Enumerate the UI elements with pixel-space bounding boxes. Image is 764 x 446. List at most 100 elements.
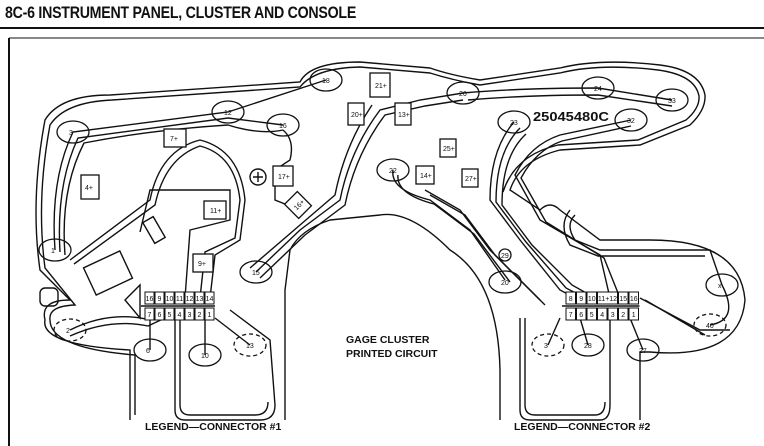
lamp: 25+	[439, 138, 457, 158]
lamp-box	[394, 102, 412, 126]
connector-pin	[174, 291, 185, 305]
connector-pin	[618, 307, 629, 321]
lamp-label: 25+	[443, 146, 455, 153]
pad-outline	[497, 110, 531, 134]
lamp-label: 20+	[351, 112, 363, 119]
connector-pin	[164, 307, 175, 321]
lamp-box	[163, 128, 187, 148]
legend-connector-1: LEGEND—CONNECTOR #1	[145, 421, 281, 433]
pad: 23	[497, 110, 531, 134]
trace	[501, 133, 596, 299]
trace	[179, 318, 269, 416]
pin-label: 11+12	[598, 296, 617, 303]
pad-outline	[233, 333, 267, 357]
pin-label: 1	[632, 312, 636, 319]
pad-label: 1	[51, 248, 55, 255]
pad-label: 16	[279, 123, 287, 130]
pad: 32	[614, 108, 648, 132]
lamp: 14+	[415, 165, 435, 185]
trace	[397, 174, 511, 283]
pin-label: 8	[569, 296, 573, 303]
lamp: 4+	[80, 174, 100, 200]
pad-label: 18	[322, 78, 330, 85]
pad-label: 20	[501, 280, 509, 287]
pad: 27	[626, 338, 660, 362]
center-label-line2: PRINTED CIRCUIT	[346, 348, 438, 360]
pad-label: 2	[66, 328, 70, 335]
pad-outline	[488, 270, 522, 294]
pin-label: 2	[198, 312, 202, 319]
pad-outline	[693, 313, 727, 337]
connector-pin	[576, 291, 587, 305]
pad: 6	[133, 338, 167, 362]
connector-pin	[597, 307, 608, 321]
connector-pin	[628, 291, 639, 305]
trace	[547, 317, 561, 346]
connector-pin	[154, 307, 165, 321]
board-outline	[35, 61, 746, 420]
pad: x	[705, 273, 739, 297]
trace	[139, 189, 231, 299]
plus-mark	[253, 172, 263, 182]
pin-label: 14	[206, 296, 214, 303]
connector-pin	[164, 291, 175, 305]
pad-outline	[56, 120, 90, 144]
module	[141, 215, 167, 245]
trace	[214, 317, 251, 346]
trace	[392, 169, 506, 281]
pad: 22	[376, 158, 410, 182]
pad: 24	[581, 76, 615, 100]
pad-outline	[446, 81, 480, 105]
trace	[495, 127, 586, 299]
center-label-line1: GAGE CLUSTER	[346, 334, 430, 346]
pad-label: 28	[584, 343, 592, 350]
title-rule	[0, 27, 764, 29]
trace	[259, 99, 464, 279]
pad-outline	[655, 88, 689, 112]
lamp: 20+	[347, 102, 365, 126]
trace	[514, 119, 632, 299]
pad: 16	[266, 113, 300, 137]
pin-label: 4	[600, 312, 604, 319]
lamp: 13+	[394, 102, 412, 126]
pin-label: 1	[208, 312, 212, 319]
pin-label: 6	[579, 312, 583, 319]
lamp: 9+	[192, 253, 214, 273]
pad: 40	[693, 313, 727, 337]
lamp: 27+	[461, 168, 479, 188]
pad-label: 6	[146, 348, 150, 355]
pad: 12	[211, 100, 245, 124]
pin-label: 3	[611, 312, 615, 319]
pad-outline	[581, 76, 615, 100]
connector-pin	[184, 307, 195, 321]
connector-pin	[174, 307, 185, 321]
lamp-label: 11+	[210, 208, 221, 215]
pad-label: 15	[252, 270, 260, 277]
lamp: 7+	[163, 128, 187, 148]
pad-outline	[571, 333, 605, 357]
pin-label: 16	[630, 296, 638, 303]
trace	[520, 125, 632, 299]
pin-label: 9	[158, 296, 162, 303]
pad-outline	[211, 100, 245, 124]
trace	[429, 194, 546, 306]
trace	[174, 309, 276, 421]
pad-label: 23	[510, 120, 518, 127]
pin-label: 2	[621, 312, 625, 319]
lamp-box	[80, 174, 100, 200]
pad-outline	[498, 248, 512, 262]
connector-pin	[194, 307, 205, 321]
connector-pin	[144, 291, 155, 305]
pad: 26	[446, 81, 480, 105]
trace	[69, 139, 246, 299]
lamp-box	[415, 165, 435, 185]
trace	[524, 318, 606, 416]
pad-label: x	[718, 283, 722, 290]
trace	[569, 214, 730, 326]
pad: 28	[571, 333, 605, 357]
lamp-label: 13+	[398, 112, 410, 119]
pin-label: 5	[590, 312, 594, 319]
pad-outline	[239, 260, 273, 284]
